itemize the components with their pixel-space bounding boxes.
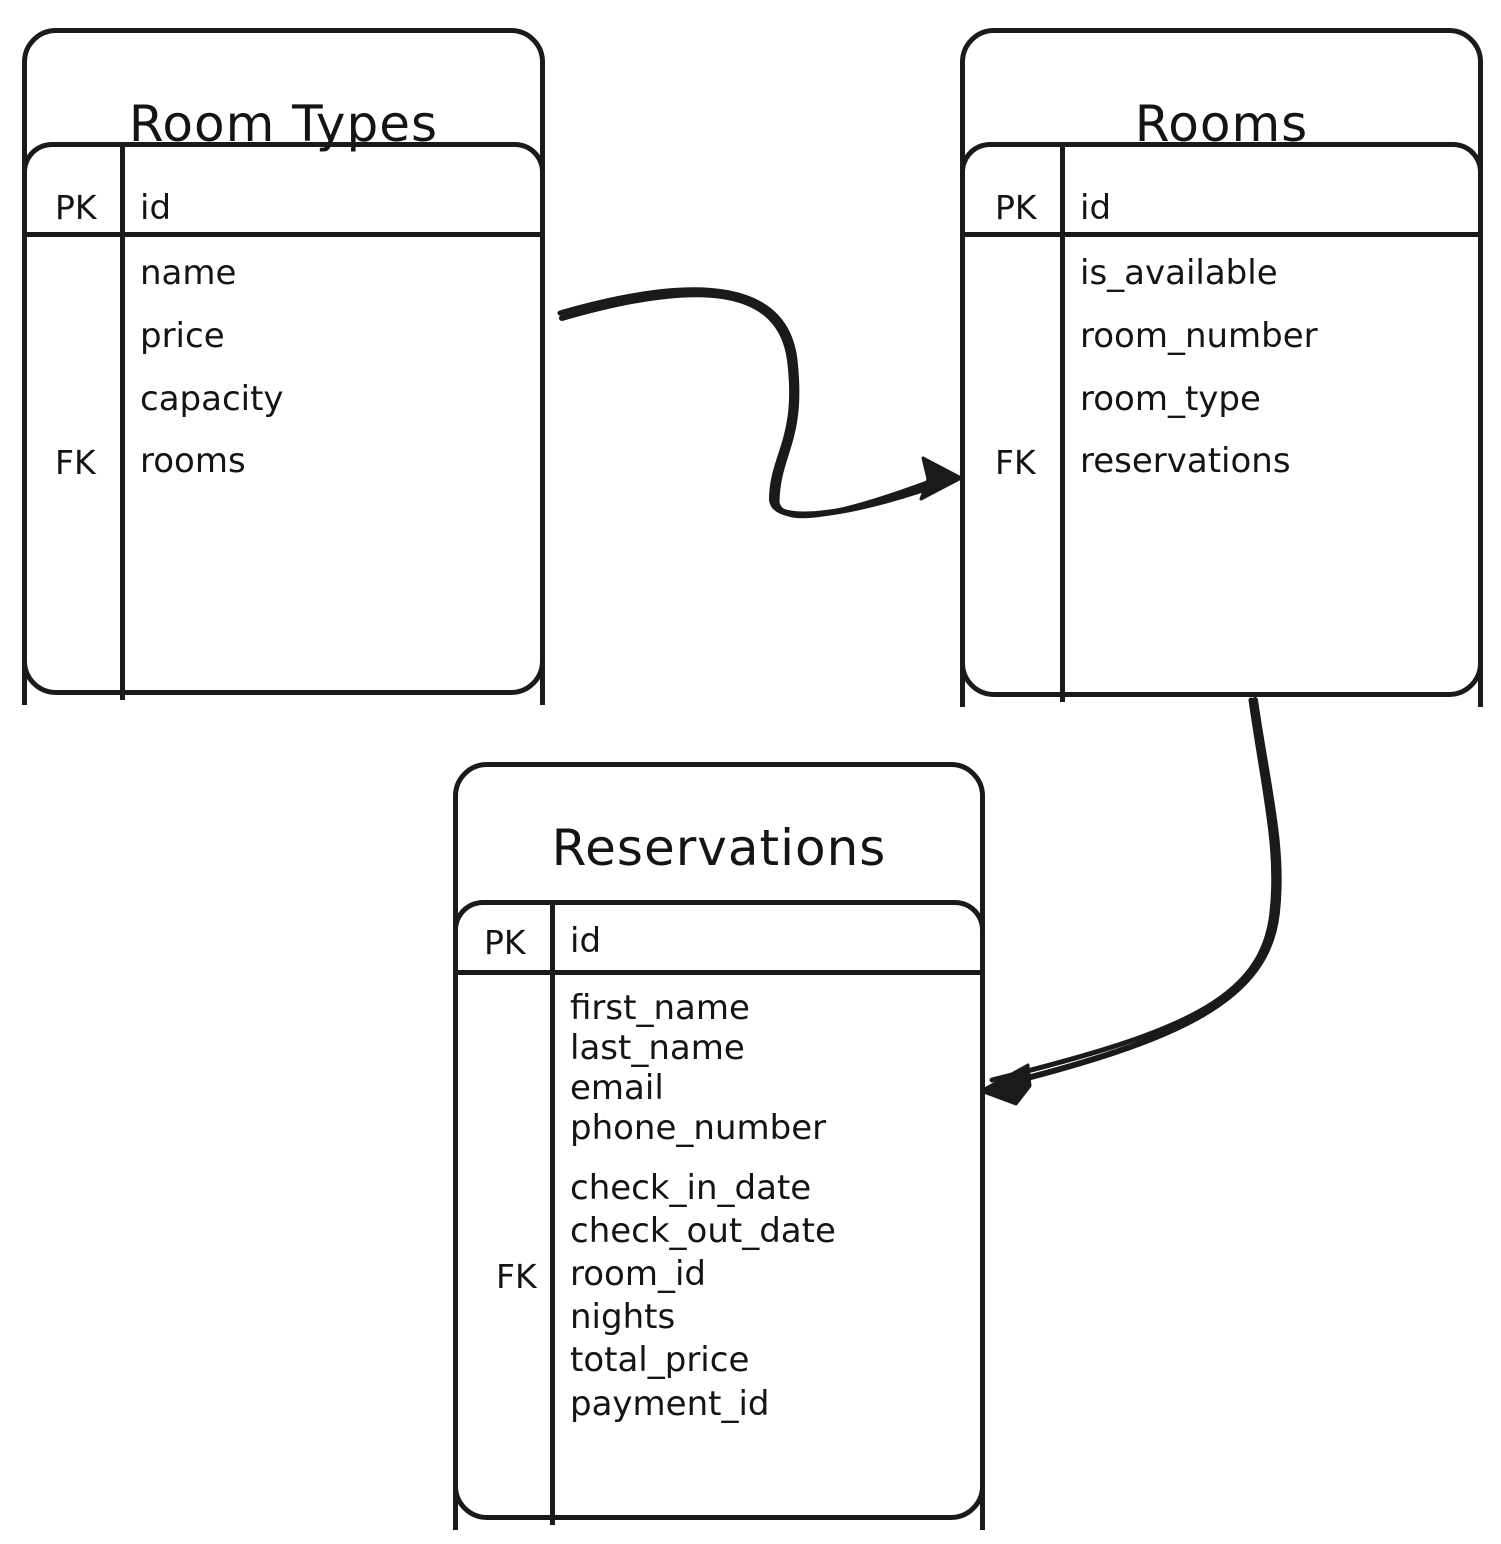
entity-body-rooms bbox=[960, 142, 1483, 707]
field-reservations-check-out-date: check_out_date bbox=[570, 1211, 836, 1251]
field-reservations-room-id: room_id bbox=[570, 1254, 706, 1294]
field-reservations-email: email bbox=[570, 1068, 664, 1108]
primary-key-rule-rooms bbox=[960, 232, 1478, 237]
key-column-divider-room-types bbox=[120, 142, 125, 700]
field-room-types-rooms: rooms bbox=[140, 441, 246, 481]
primary-key-field-room-types: id bbox=[140, 188, 172, 228]
field-reservations-check-in-date: check_in_date bbox=[570, 1168, 812, 1208]
entity-body-reservations bbox=[453, 900, 985, 1530]
field-reservations-total-price: total_price bbox=[570, 1340, 750, 1380]
field-reservations-nights: nights bbox=[570, 1297, 676, 1337]
foreign-key-label-rooms: FK bbox=[995, 443, 1036, 482]
edge-room-types-to-rooms bbox=[557, 287, 963, 519]
key-column-divider-rooms bbox=[1060, 142, 1065, 702]
primary-key-field-rooms: id bbox=[1080, 188, 1112, 228]
entity-room-types[interactable]: Room Types PK id name price capacity FK … bbox=[22, 28, 545, 705]
primary-key-rule-reservations bbox=[453, 970, 980, 975]
entity-title-reservations: Reservations bbox=[551, 819, 887, 877]
field-reservations-last-name: last_name bbox=[570, 1028, 745, 1068]
foreign-key-label-room-types: FK bbox=[55, 443, 96, 482]
primary-key-label-room-types: PK bbox=[55, 188, 97, 227]
primary-key-rule-room-types bbox=[22, 232, 540, 237]
field-room-types-name: name bbox=[140, 253, 237, 293]
entity-body-room-types bbox=[22, 142, 545, 705]
field-rooms-room-type: room_type bbox=[1080, 379, 1261, 419]
field-room-types-capacity: capacity bbox=[140, 379, 284, 419]
field-rooms-reservations: reservations bbox=[1080, 441, 1291, 481]
field-reservations-payment-id: payment_id bbox=[570, 1384, 770, 1424]
key-column-divider-reservations bbox=[550, 900, 555, 1525]
entity-reservations[interactable]: Reservations PK id first_name last_name … bbox=[453, 762, 985, 1530]
edge-rooms-to-reservations bbox=[979, 697, 1282, 1106]
primary-key-label-reservations: PK bbox=[484, 923, 526, 962]
primary-key-field-reservations: id bbox=[570, 921, 602, 961]
field-reservations-first-name: first_name bbox=[570, 988, 750, 1028]
foreign-key-label-reservations: FK bbox=[496, 1257, 537, 1296]
field-rooms-is-available: is_available bbox=[1080, 253, 1278, 293]
field-room-types-price: price bbox=[140, 316, 225, 356]
entity-rooms[interactable]: Rooms PK id is_available room_number roo… bbox=[960, 28, 1483, 707]
primary-key-label-rooms: PK bbox=[995, 188, 1037, 227]
field-rooms-room-number: room_number bbox=[1080, 316, 1318, 356]
field-reservations-phone-number: phone_number bbox=[570, 1108, 827, 1148]
